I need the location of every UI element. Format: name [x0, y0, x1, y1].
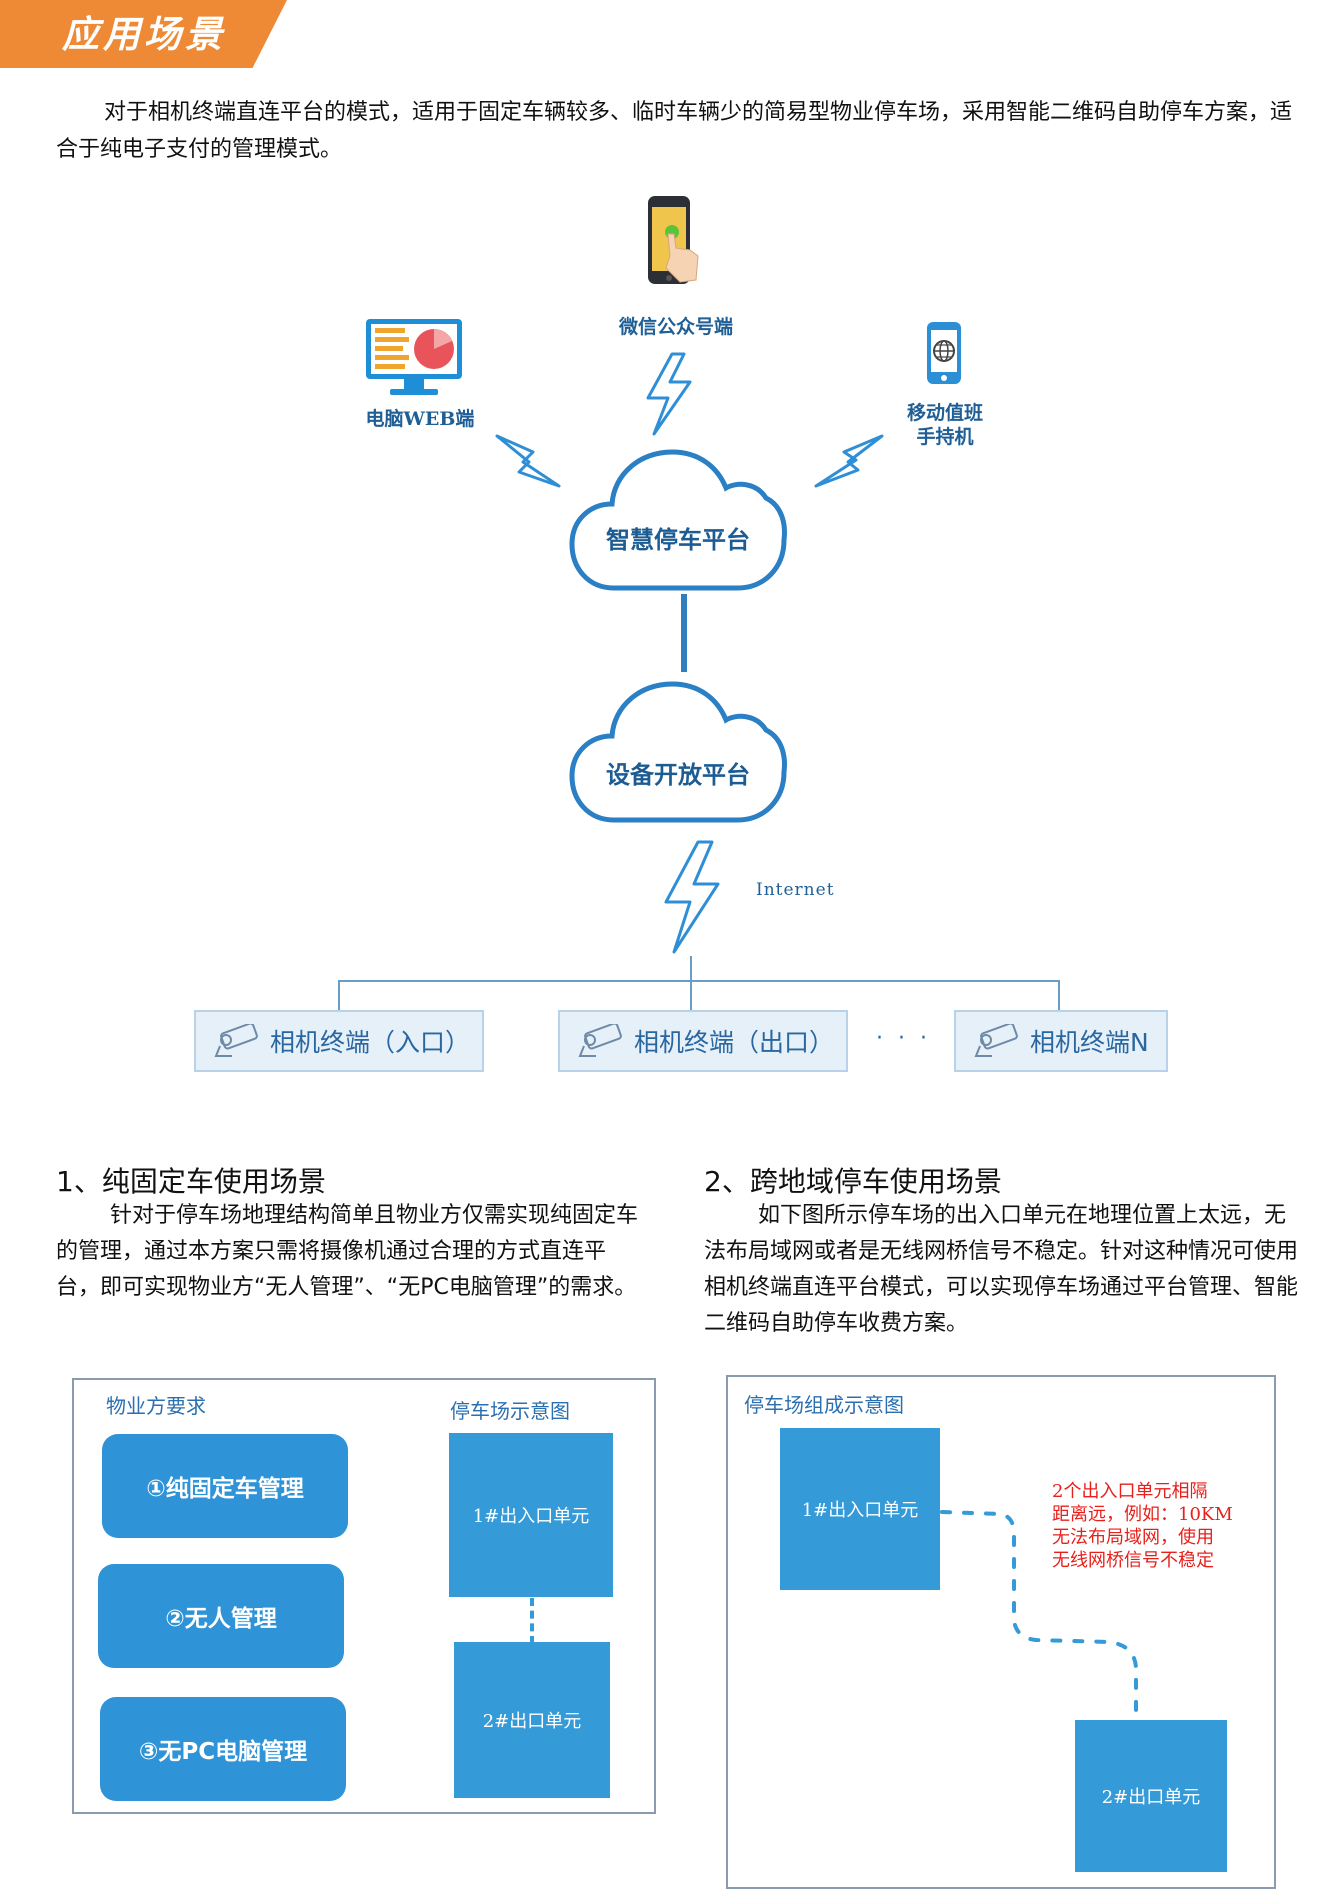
camera-label: 相机终端N [1030, 1028, 1149, 1057]
requirement-fixed-vehicles: ①纯固定车管理 [102, 1434, 348, 1538]
unit-exit: 2#出口单元 [454, 1642, 610, 1798]
tree-trunk [690, 956, 692, 980]
mobile-label-line2: 手持机 [916, 426, 974, 448]
page-title: 应用场景 [62, 12, 226, 56]
distance-note-1: 2个出入口单元相隔 [1052, 1481, 1208, 1502]
cloud-smart-parking-icon [569, 449, 787, 591]
wechat-label: 微信公众号端 [618, 316, 733, 338]
tree-drop-1 [338, 980, 340, 1010]
section1-body: 针对于停车场地理结构简单且物业方仅需实现纯固定车的管理，通过本方案只需将摄像机通… [56, 1203, 639, 1300]
ellipsis: · · · [876, 1026, 931, 1051]
lightning-icon-right [814, 434, 884, 488]
parking-diagram-title: 停车场示意图 [450, 1399, 570, 1423]
monitor-chart-icon [366, 319, 462, 395]
mobile-label-line1: 移动值班 [906, 402, 983, 424]
intro-paragraph: 对于相机终端直连平台的模式，适用于固定车辆较多、临时车辆少的简易型物业停车场，采… [56, 100, 1293, 162]
cloud-device-platform-icon [569, 681, 787, 823]
unit-dashed-connector [530, 1598, 534, 1644]
distance-dotted-path [940, 1510, 1138, 1724]
web-label: 电脑WEB端 [365, 408, 475, 430]
mobile-globe-icon [927, 322, 961, 384]
unit-entrance-exit: 1#出入口单元 [780, 1428, 940, 1590]
connector-line [681, 594, 687, 672]
camera-terminal-n: 相机终端N [954, 1010, 1168, 1072]
camera-icon [974, 1024, 1018, 1057]
requirements-title: 物业方要求 [106, 1394, 206, 1418]
distance-note-2: 距离远，例如：10KM [1052, 1504, 1233, 1525]
camera-label: 相机终端（出口） [634, 1028, 835, 1057]
cloud-bottom-label: 设备开放平台 [606, 761, 750, 789]
unit-entrance-exit: 1#出入口单元 [449, 1433, 613, 1597]
lightning-icon-left [495, 434, 561, 488]
requirement-no-pc: ③无PC电脑管理 [100, 1697, 346, 1801]
unit-exit: 2#出口单元 [1075, 1720, 1227, 1872]
section2-title: 2、跨地域停车使用场景 [704, 1165, 1002, 1198]
section1-title: 1、纯固定车使用场景 [56, 1165, 326, 1198]
distance-note-3: 无法布局域网，使用 [1052, 1527, 1214, 1548]
camera-icon [214, 1024, 258, 1057]
tree-bar [338, 980, 1060, 982]
requirement-unmanned: ②无人管理 [98, 1564, 344, 1668]
camera-label: 相机终端（入口） [270, 1028, 471, 1057]
distance-note-4: 无线网桥信号不稳定 [1052, 1550, 1214, 1571]
section2-body: 如下图所示停车场的出入口单元在地理位置上太远，无法布局域网或者是无线网桥信号不稳… [704, 1203, 1299, 1336]
tree-drop-3 [1058, 980, 1060, 1010]
lightning-icon-top [646, 352, 692, 436]
camera-terminal-entrance: 相机终端（入口） [194, 1010, 484, 1072]
camera-icon [578, 1024, 622, 1057]
tree-drop-2 [690, 980, 692, 1010]
header-banner [0, 0, 287, 68]
composition-title: 停车场组成示意图 [744, 1393, 904, 1417]
internet-label: Internet [756, 880, 835, 900]
camera-terminal-exit: 相机终端（出口） [558, 1010, 848, 1072]
smartphone-touch-icon [648, 196, 699, 284]
lightning-icon-internet [664, 840, 720, 954]
cloud-top-label: 智慧停车平台 [606, 526, 750, 554]
